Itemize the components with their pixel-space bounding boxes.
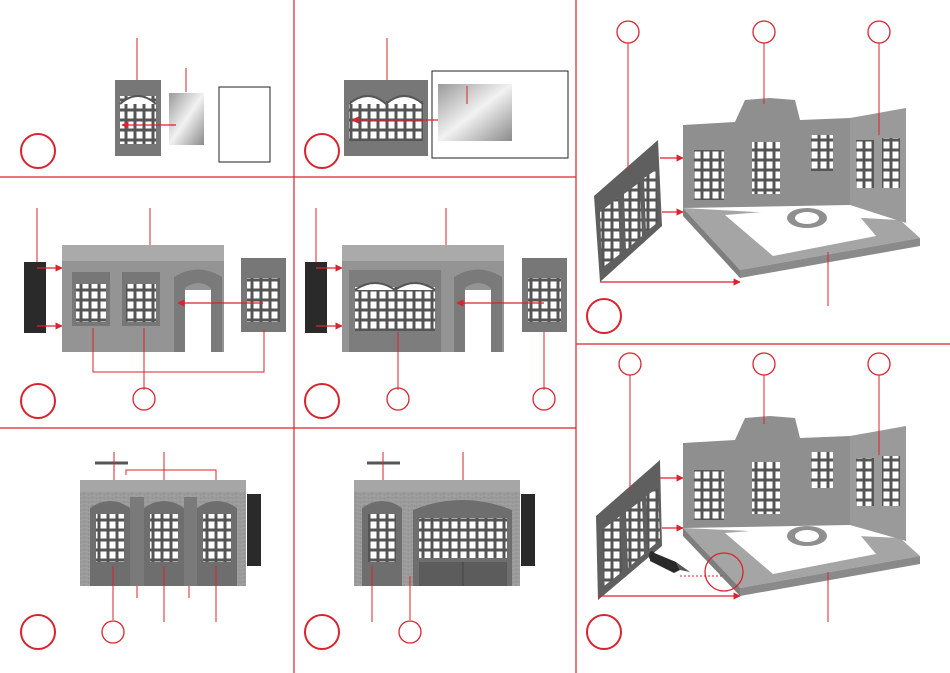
callout-circle: [133, 388, 155, 410]
callout-circle: [399, 621, 421, 643]
callout-circle: [533, 388, 555, 410]
panel-step-8: [305, 452, 535, 649]
step-number-circle: [587, 299, 621, 333]
glazing-sheet: [438, 84, 512, 141]
step-number-circle: [21, 615, 55, 649]
panel-step-6: [587, 353, 920, 649]
callout-circle: [868, 353, 890, 375]
template-box: [219, 87, 270, 162]
panel-step-1: [21, 38, 270, 168]
step-number-circle: [305, 134, 339, 168]
step-number-circle: [21, 384, 55, 418]
panel-step-5: [305, 208, 567, 418]
callout-circle: [102, 621, 124, 643]
dark-side-panel: [24, 262, 46, 333]
glazing-sheet: [169, 93, 204, 145]
step-number-circle: [587, 615, 621, 649]
panel-step-2: [305, 38, 568, 168]
callout-circle: [753, 353, 775, 375]
dark-side-panel: [305, 262, 327, 333]
callout-circle: [619, 353, 641, 375]
step-number-circle: [21, 134, 55, 168]
panel-step-3: [587, 21, 920, 333]
callout-circle: [753, 21, 775, 43]
panel-step-4: [21, 208, 286, 418]
step-number-circle: [305, 615, 339, 649]
panel-step-7: [21, 452, 261, 649]
callout-circle: [387, 388, 409, 410]
step-number-circle: [305, 384, 339, 418]
callout-circle: [617, 21, 639, 43]
callout-circle: [868, 21, 890, 43]
glue-tube-icon: [649, 551, 690, 573]
